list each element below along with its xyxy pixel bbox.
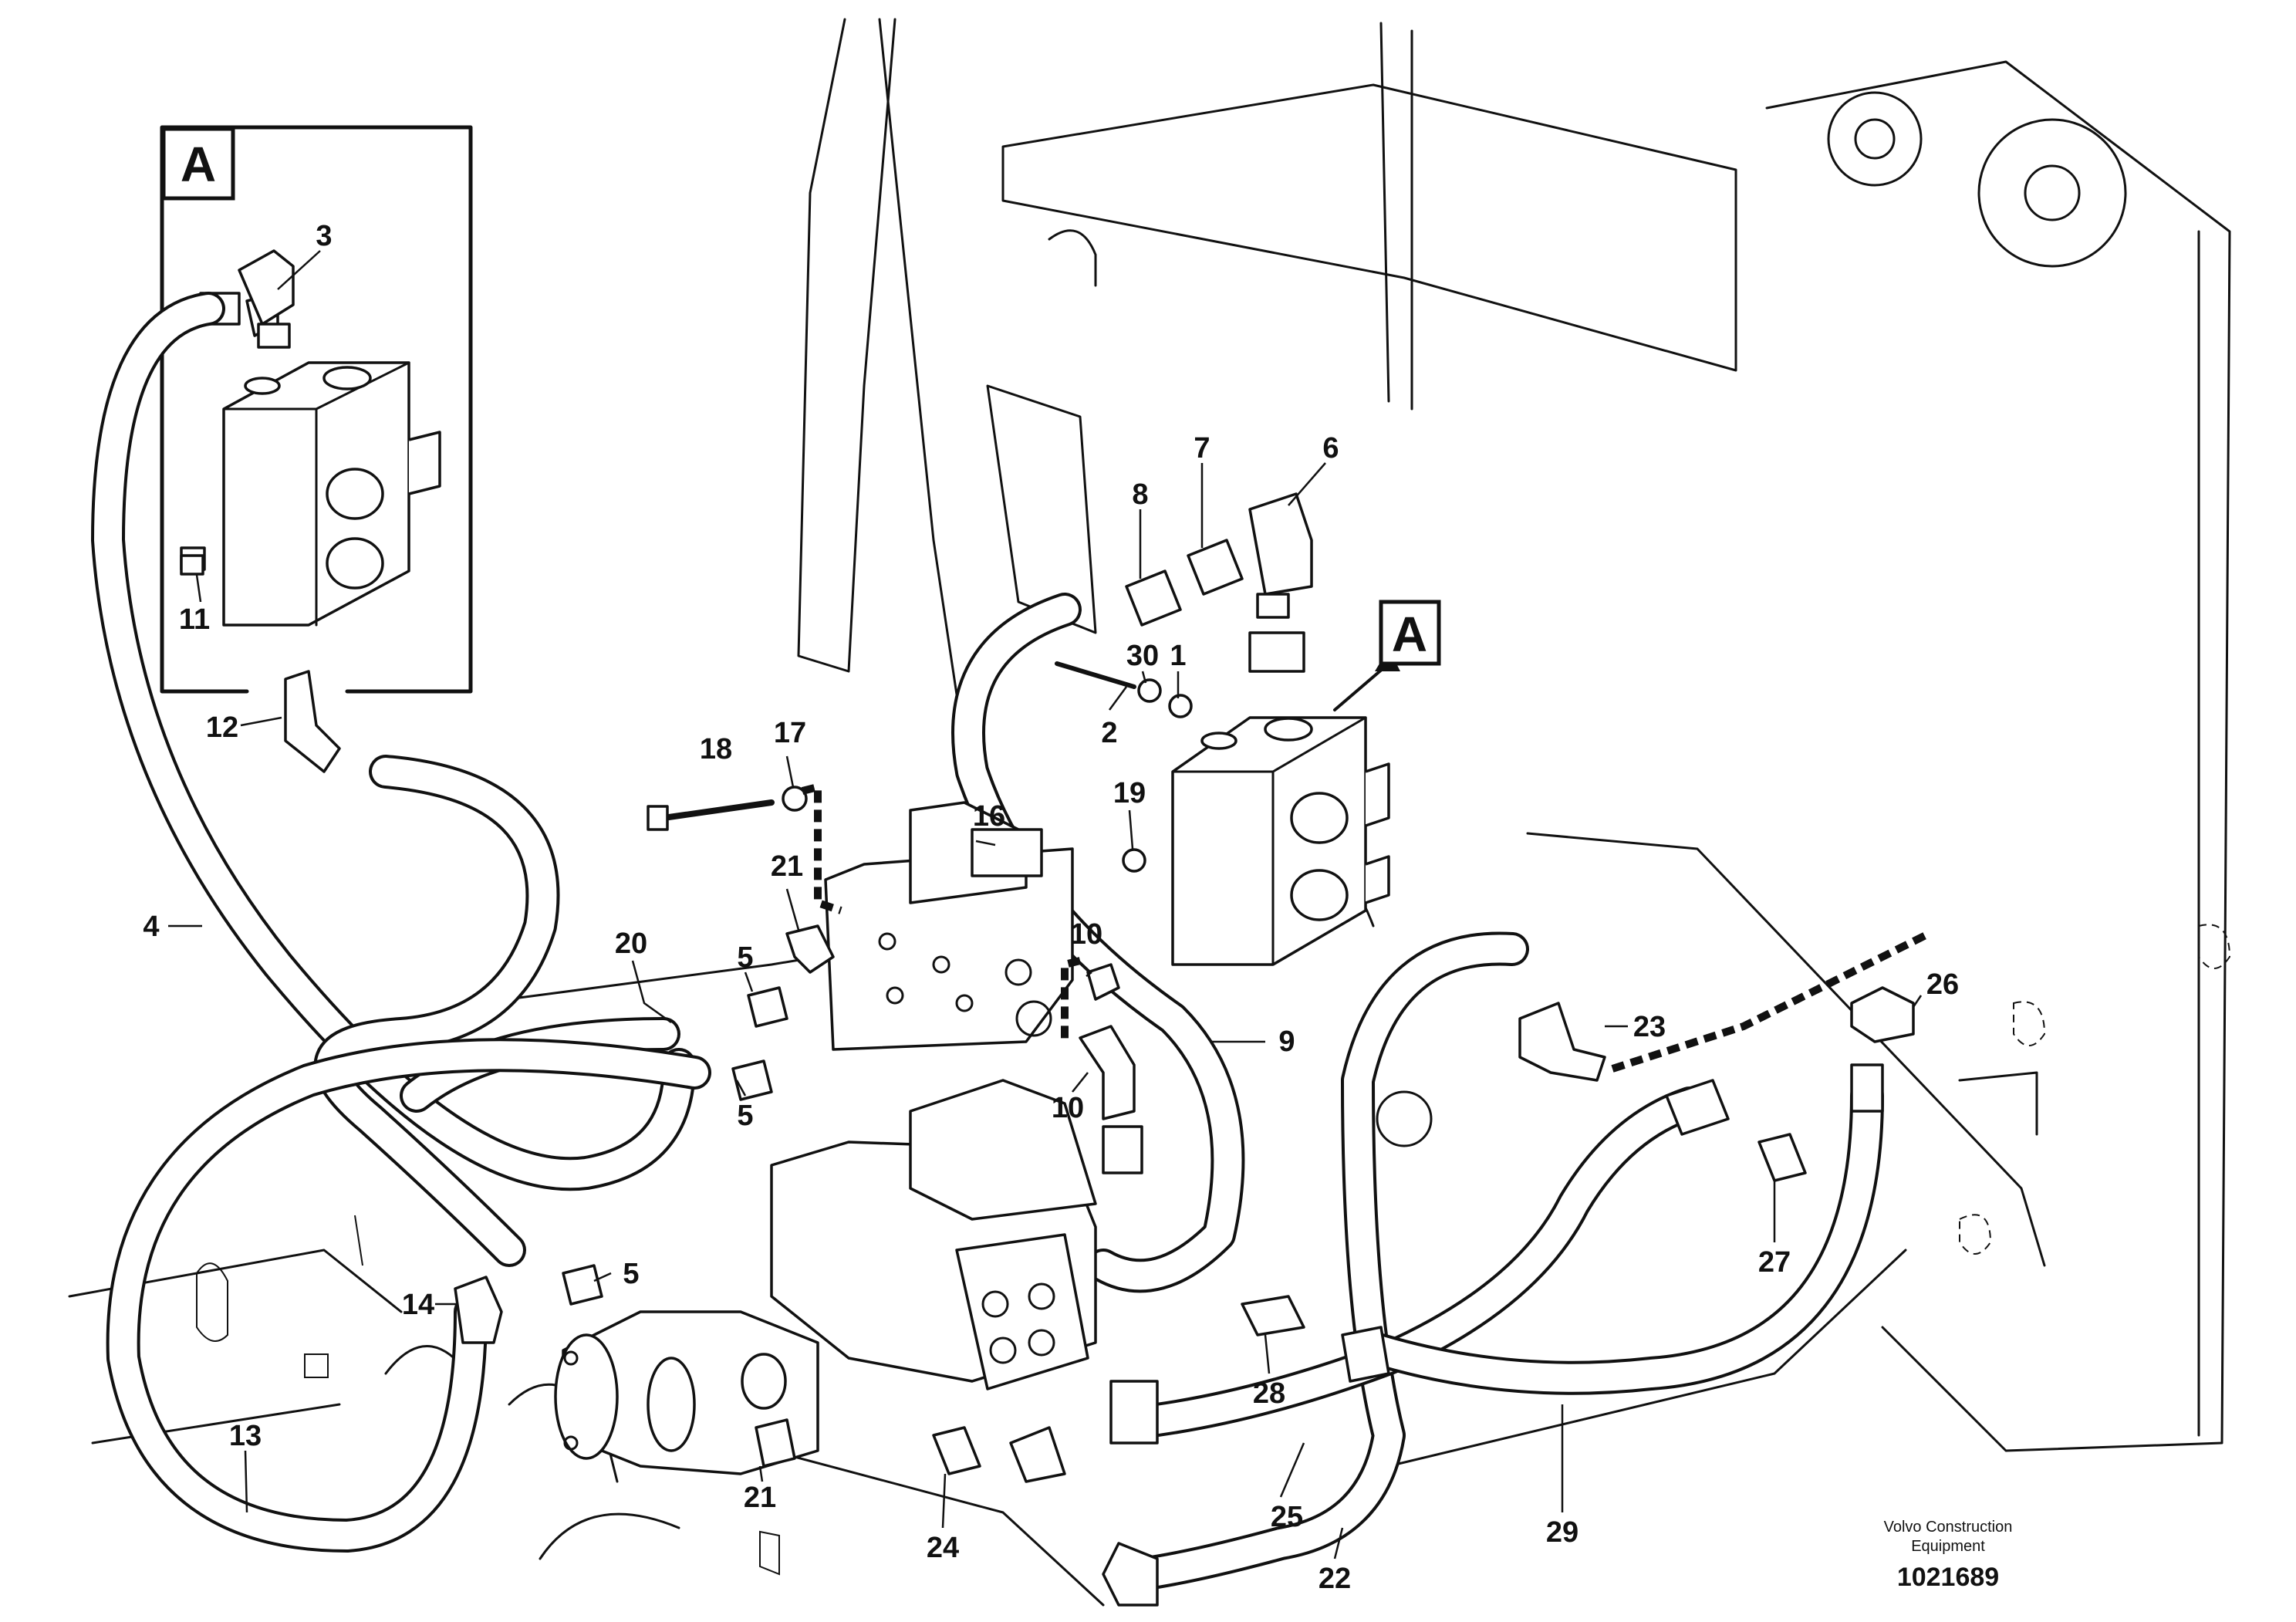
valve-block-detail [180, 292, 441, 627]
callout-21: 21 [744, 1482, 776, 1514]
detail-A-frame: A [160, 125, 473, 694]
callout-14: 14 [402, 1289, 434, 1321]
callout-7: 7 [1194, 432, 1210, 465]
callout-18: 19 [1113, 777, 1146, 809]
callout-5-bottom: 5 [623, 1258, 639, 1290]
callout-27: 27 [1758, 1246, 1791, 1279]
detail-A-label-2: A [1392, 607, 1427, 662]
pump-assembly [554, 1079, 1097, 1475]
valve-block-A: A [1171, 600, 1441, 966]
callout-25: 25 [1271, 1501, 1303, 1533]
callout-20: 21 [771, 850, 803, 883]
control-valve-15 [824, 801, 1074, 1051]
callout-23: 23 [1633, 1011, 1666, 1043]
callout-26: 26 [1926, 968, 1959, 1001]
callout-12: 12 [206, 711, 238, 744]
callout-5-mid: 5 [737, 1100, 753, 1132]
callout-22: 22 [1319, 1563, 1351, 1595]
callout-11: 11 [179, 603, 210, 636]
callout-2: 2 [1101, 717, 1117, 749]
callout-5-top: 5 [737, 941, 753, 974]
callout-8: 8 [1132, 478, 1148, 511]
callout-30: 30 [1126, 640, 1159, 672]
callout-6: 6 [1322, 432, 1339, 465]
callout-29: 29 [1546, 1516, 1578, 1549]
hoses [91, 292, 1884, 1591]
callout-28: 28 [1253, 1377, 1285, 1410]
callout-24: 24 [927, 1532, 959, 1564]
callouts: 3 6 7 8 30 1 2 17 18 19 16 21 20 5 5 10 … [143, 220, 1959, 1595]
part-number: 1021689 [1897, 1563, 1999, 1592]
credit-block: Volvo Construction Equipment 1021689 [1884, 1519, 2013, 1592]
callout-9: 9 [1278, 1026, 1295, 1058]
callout-4: 4 [143, 911, 159, 943]
detail-A-label: A [181, 137, 216, 192]
machine-frame [68, 18, 2231, 1607]
dashed-connections [801, 782, 1931, 1073]
callout-19: 20 [615, 928, 647, 960]
callout-16: 17 [774, 717, 806, 749]
callout-3: 3 [316, 220, 332, 252]
credit-line-2: Equipment [1911, 1538, 1985, 1555]
callout-10-top: 10 [1070, 918, 1102, 951]
callout-17: 18 [700, 733, 732, 765]
credit-line-1: Volvo Construction [1884, 1519, 2013, 1536]
callout-13: 13 [229, 1420, 262, 1452]
callout-10-bottom: 10 [1052, 1092, 1084, 1124]
callout-1: 1 [1170, 640, 1186, 672]
callout-15: 16 [973, 800, 1005, 833]
fittings [180, 492, 1915, 1607]
leader-lines [168, 250, 1923, 1559]
